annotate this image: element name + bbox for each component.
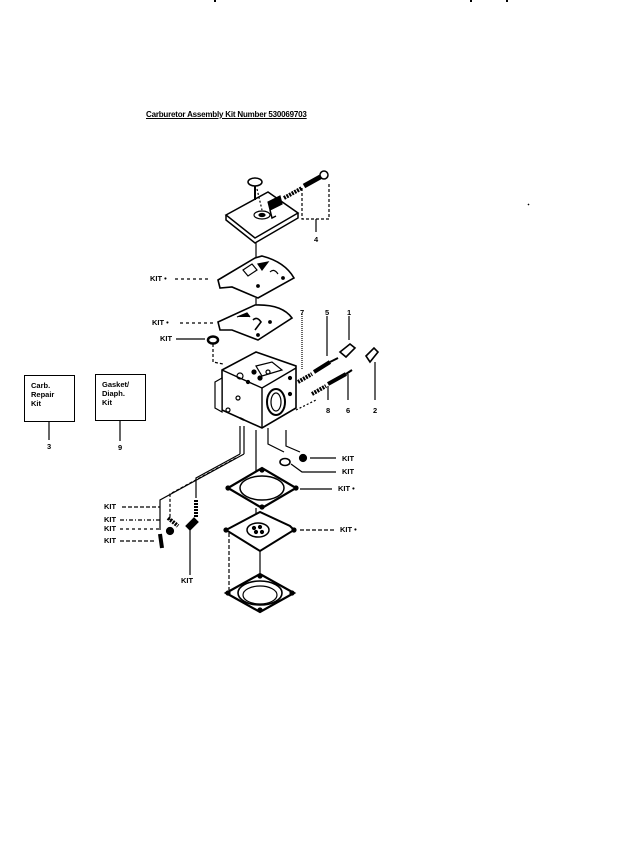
- metering-diaphragm: [180, 304, 294, 341]
- carburetor-body: [214, 351, 297, 429]
- kit-box-line: Kit: [102, 398, 112, 407]
- inlet-washer: [176, 335, 224, 365]
- kit-box-line: Repair: [31, 390, 55, 399]
- speck: [527, 203, 530, 206]
- callout-1: 1: [347, 308, 352, 317]
- pump-cover: [223, 572, 297, 614]
- kit-label-inlet-washer: KIT: [160, 334, 173, 343]
- pump-gasket: [225, 466, 332, 510]
- callout-5: 5: [325, 308, 330, 317]
- scan-mark: [506, 0, 508, 2]
- kit-label-plug-1: KIT: [342, 454, 355, 463]
- kit-box-ref-3: 3: [47, 442, 52, 451]
- callout-4: 4: [314, 235, 319, 244]
- kit-box-carb-repair: Carb. Repair Kit: [24, 375, 75, 422]
- callout-7: 7: [300, 308, 305, 317]
- kit-label-metering-diaphragm: KIT •: [152, 318, 169, 327]
- kit-label-plug-2: KIT: [342, 467, 355, 476]
- pump-diaphragm: [223, 510, 334, 553]
- scan-mark: [470, 0, 472, 2]
- scan-mark: [214, 0, 216, 2]
- kit-label-pump-gasket: KIT •: [338, 484, 355, 493]
- adjusting-needles: [295, 314, 380, 411]
- kit-label-inlet-lever: KIT: [181, 576, 194, 585]
- callout-2: 2: [373, 406, 378, 415]
- kit-label-spring-2: KIT: [104, 515, 117, 524]
- kit-label-spring-3: KIT: [104, 524, 117, 533]
- diagram-title: Carburetor Assembly Kit Number 530069703: [146, 110, 307, 119]
- kit-box-line: Diaph.: [102, 389, 125, 398]
- welch-plug: [298, 453, 308, 463]
- kit-label-metering-gasket: KIT •: [150, 274, 167, 283]
- metering-gasket: [175, 255, 296, 299]
- kit-label-needle: KIT: [104, 536, 117, 545]
- kit-box-line: Carb.: [31, 381, 51, 390]
- metering-cover: [224, 170, 330, 244]
- kit-box-line: Kit: [31, 399, 41, 408]
- kit-box-gasket-diaphragm: Gasket/ Diaph. Kit: [95, 374, 146, 421]
- adjuster-screw: [283, 170, 329, 200]
- callout-8: 8: [326, 406, 331, 415]
- inlet-needle-parts: [120, 500, 199, 575]
- kit-label-spring-1: KIT: [104, 502, 117, 511]
- kit-box-line: Gasket/: [102, 380, 130, 389]
- kit-box-ref-9: 9: [118, 443, 123, 452]
- kit-label-pump-diaphragm: KIT •: [340, 525, 357, 534]
- welch-plug-large: [279, 457, 291, 467]
- callout-6: 6: [346, 406, 351, 415]
